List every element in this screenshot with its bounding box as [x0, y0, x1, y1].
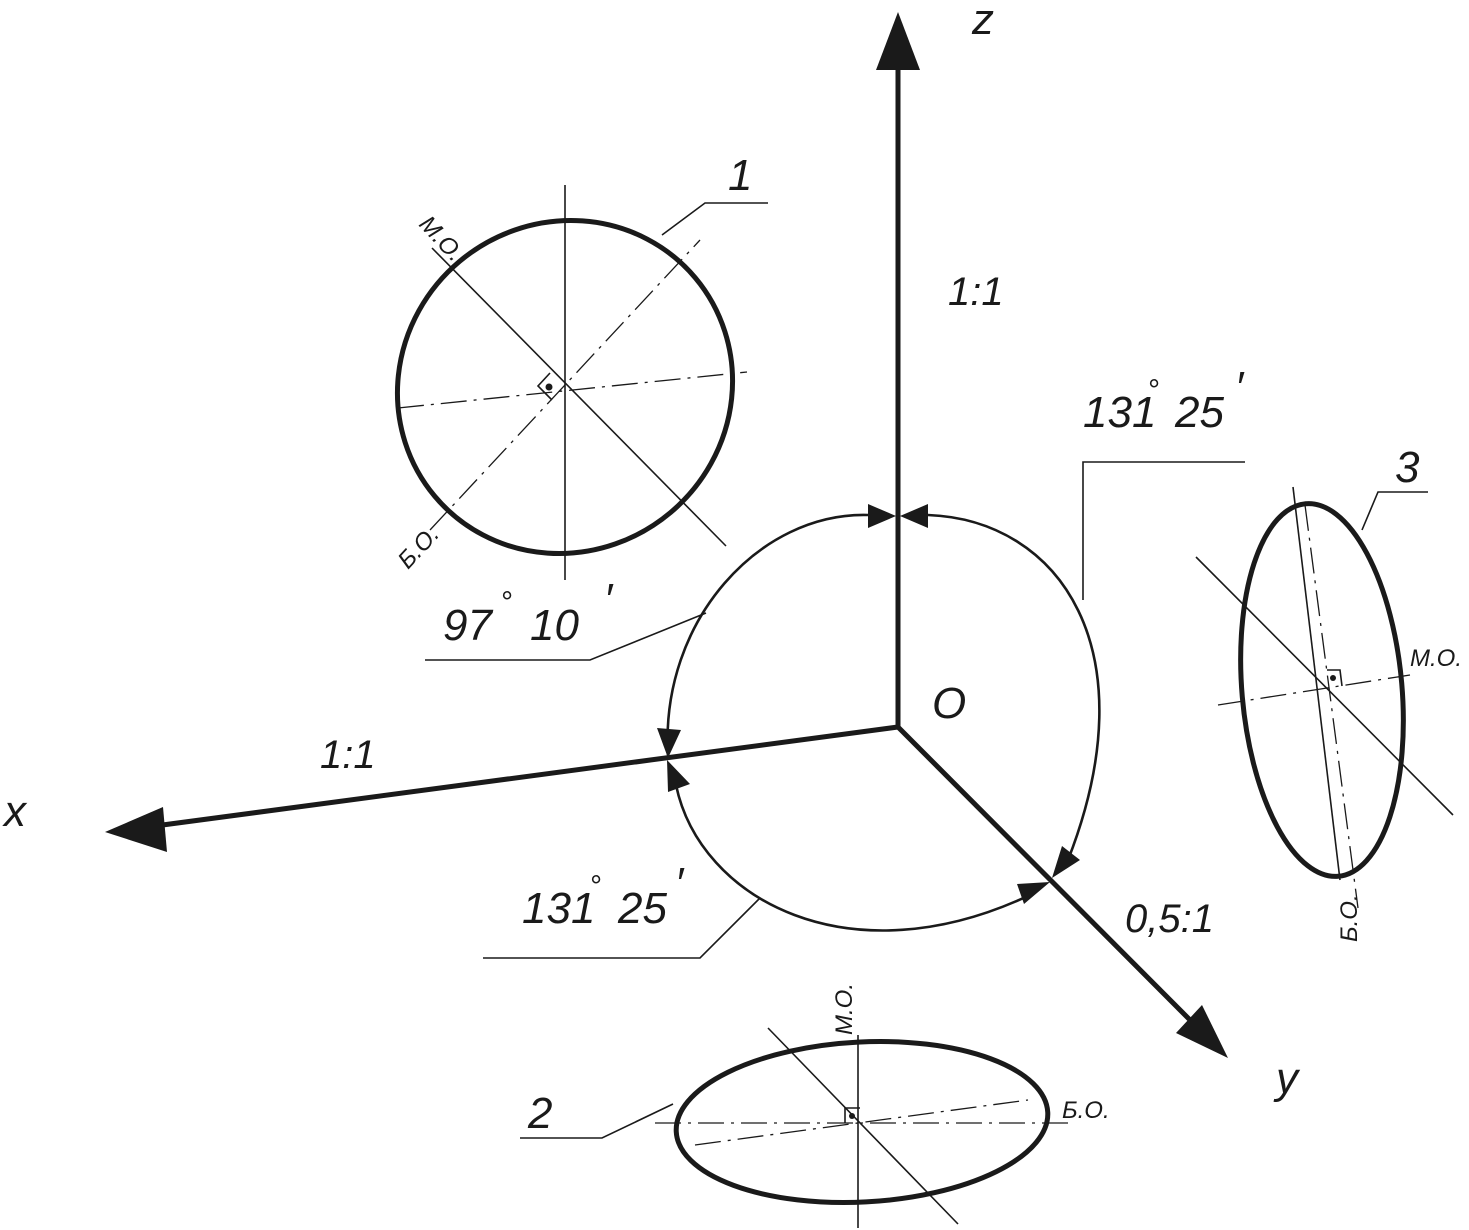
ellipse-2-number-leader: [520, 1103, 674, 1139]
ellipse-3-right-angle-mark: [1327, 669, 1343, 687]
ellipse-2-diagonal: [767, 1027, 959, 1225]
x-axis-arrow: [105, 807, 167, 852]
angle-leaders: [425, 461, 1245, 959]
ellipse-2-number: 2: [527, 1089, 552, 1138]
ellipse-3-minor-axis: [1217, 674, 1411, 706]
xy-angle-degrees: 131: [522, 884, 595, 933]
xz-angle-degree-sign: °: [500, 586, 512, 619]
zy-angle-leader: [1082, 461, 1245, 600]
zy-angle-minute-sign: ′: [1235, 363, 1245, 412]
ellipse-3-minor-axis-label: М.О.: [1410, 645, 1462, 672]
zy-angle-label: 131 ° 25 ′: [1083, 363, 1245, 437]
xz-arc-arrow-top: [868, 504, 896, 528]
xz-angle-arc: [666, 513, 869, 756]
xy-angle-arc: [674, 784, 1031, 932]
x-axis-label: x: [2, 787, 28, 836]
y-axis-label: y: [1273, 1054, 1301, 1103]
xy-angle-minute-sign: ′: [675, 859, 685, 908]
ellipse-3-major-axis: [1292, 486, 1341, 881]
ellipse-3-group: [1195, 486, 1454, 909]
ellipse-3-center-dot: [1330, 675, 1336, 681]
xz-angle-degrees: 97: [443, 601, 493, 650]
ellipse-2-minor-axis-label: М.О.: [831, 983, 858, 1035]
xz-angle-leader: [425, 612, 707, 661]
xy-angle-minutes: 25: [617, 884, 667, 933]
zy-angle-degree-sign: °: [1147, 374, 1159, 407]
xy-arc-arrow-right: [1017, 882, 1050, 904]
zy-angle-arc: [927, 513, 1101, 861]
y-axis-arrow: [1176, 1005, 1228, 1058]
xz-arc-arrow-left: [657, 728, 681, 758]
ellipse-1-number-leader: [661, 202, 768, 236]
xy-arc-arrow-left: [667, 760, 690, 792]
ellipse-1-center-dot: [545, 383, 553, 391]
xy-angle-leader: [483, 897, 761, 959]
ellipse-2-major-axis-label: Б.О.: [1062, 1097, 1110, 1124]
ellipse-2: [673, 1039, 1051, 1205]
ellipse-1-right-angle-mark: [536, 372, 553, 401]
zy-arc-arrow-top: [900, 504, 928, 528]
z-axis-arrow: [876, 12, 920, 70]
origin-label: O: [932, 679, 966, 728]
xz-angle-label: 97 ° 10 ′: [443, 575, 614, 650]
ellipse-1-number: 1: [728, 151, 752, 200]
ellipse-3: [1238, 501, 1406, 879]
ellipse-3-number: 3: [1395, 443, 1420, 492]
ellipse-3-diagonal: [1195, 556, 1454, 816]
xz-angle-minute-sign: ′: [604, 575, 614, 624]
zy-arc-arrow-right: [1052, 846, 1080, 878]
ellipse-2-right-angle-mark: [844, 1107, 860, 1123]
axes: [105, 12, 1228, 1058]
z-scale-label: 1:1: [948, 270, 1004, 314]
ellipse-2-major-axis: [694, 1099, 1029, 1146]
x-scale-label: 1:1: [320, 733, 376, 777]
ellipse-3-major-axis-label: Б.О.: [1336, 894, 1363, 942]
ellipse-2-center-dot: [849, 1113, 855, 1119]
angle-arcs: [657, 504, 1101, 932]
ellipse-1-group: [394, 185, 768, 580]
y-axis-line: [896, 725, 1197, 1027]
xz-angle-minutes: 10: [530, 601, 579, 650]
zy-angle-minutes: 25: [1174, 388, 1224, 437]
y-scale-label: 0,5:1: [1125, 897, 1214, 941]
ellipse-3-major-axis-dashed: [1304, 504, 1359, 909]
ellipse-1-major-axis-label: Б.О.: [393, 521, 445, 574]
zy-angle-degrees: 131: [1083, 388, 1156, 437]
ellipse-1: [394, 217, 736, 557]
ellipse-2-group: [520, 1027, 1072, 1228]
ellipse-3-number-leader: [1361, 491, 1428, 531]
x-axis-line: [154, 724, 899, 829]
xy-angle-degree-sign: °: [589, 870, 601, 903]
xy-angle-label: 131 ° 25 ′: [522, 859, 685, 933]
z-axis-label: z: [971, 0, 994, 44]
ellipse-1-minor-axis: [431, 247, 727, 547]
ellipse-1-major-axis: [429, 239, 701, 531]
